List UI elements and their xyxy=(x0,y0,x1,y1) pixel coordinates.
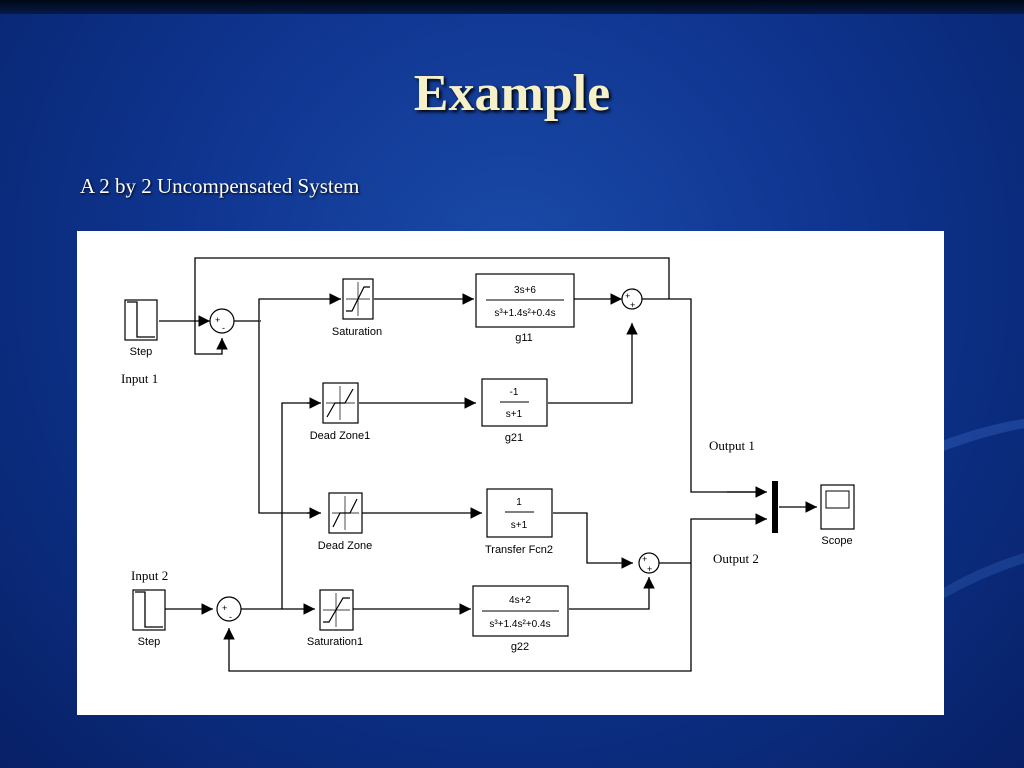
sum2-minus: - xyxy=(229,612,232,622)
saturation-label: Saturation xyxy=(332,326,382,338)
deadzone1-block xyxy=(322,382,359,424)
step1-block xyxy=(124,299,158,341)
step2-label: Step xyxy=(138,636,161,648)
output2-label: Output 2 xyxy=(713,551,759,566)
block-diagram-canvas: Step Input 1 + - Saturation 3s+6 s³+1.4s… xyxy=(77,231,944,715)
sum-output2-block xyxy=(638,552,660,574)
deadzone-label: Dead Zone xyxy=(318,540,372,552)
block-diagram: Step Input 1 + - Saturation 3s+6 s³+1.4s… xyxy=(121,257,855,672)
g11-numerator: 3s+6 xyxy=(514,285,536,296)
sum-output1-plus-1: + xyxy=(625,291,630,301)
g22-label: g22 xyxy=(511,641,529,653)
output1-label: Output 1 xyxy=(709,438,755,453)
tf2-numerator: 1 xyxy=(516,497,522,508)
saturation-block xyxy=(342,278,374,320)
sum2-plus: + xyxy=(222,603,227,613)
saturation1-label: Saturation1 xyxy=(307,636,363,648)
sum-output2-plus-1: + xyxy=(642,554,647,564)
sum2-block xyxy=(216,596,242,622)
sum-output1-block xyxy=(621,288,643,310)
g21-block xyxy=(481,378,548,427)
slide-title: Example xyxy=(413,65,611,122)
sum-output1-plus-2: + xyxy=(630,300,635,310)
sum-output2-plus-2: + xyxy=(647,564,652,574)
transfer-fcn2-block xyxy=(486,488,553,538)
g11-denominator: s³+1.4s²+0.4s xyxy=(494,308,555,319)
deadzone1-label: Dead Zone1 xyxy=(310,430,371,442)
mux-block xyxy=(772,481,778,533)
saturation1-block xyxy=(319,589,354,631)
deadzone-block xyxy=(328,492,363,534)
g21-label: g21 xyxy=(505,432,523,444)
g22-block xyxy=(472,585,569,637)
g22-numerator: 4s+2 xyxy=(509,595,531,606)
scope-block xyxy=(820,484,855,530)
input1-label: Input 1 xyxy=(121,371,158,386)
sum1-block xyxy=(209,308,235,334)
input2-label: Input 2 xyxy=(131,568,168,583)
tf2-denominator: s+1 xyxy=(511,520,528,531)
scope-label: Scope xyxy=(821,535,852,547)
step1-label: Step xyxy=(130,346,153,358)
tf2-label: Transfer Fcn2 xyxy=(485,544,553,556)
g21-denominator: s+1 xyxy=(506,409,523,420)
top-bar xyxy=(0,0,1024,14)
sum1-minus: - xyxy=(222,323,225,333)
g11-block xyxy=(475,273,575,328)
sum1-plus: + xyxy=(215,315,220,325)
g11-label: g11 xyxy=(515,332,533,344)
step2-block xyxy=(132,589,166,631)
g21-numerator: -1 xyxy=(510,387,519,398)
slide-subtitle: A 2 by 2 Uncompensated System xyxy=(80,174,360,198)
g22-denominator: s³+1.4s²+0.4s xyxy=(489,619,550,630)
